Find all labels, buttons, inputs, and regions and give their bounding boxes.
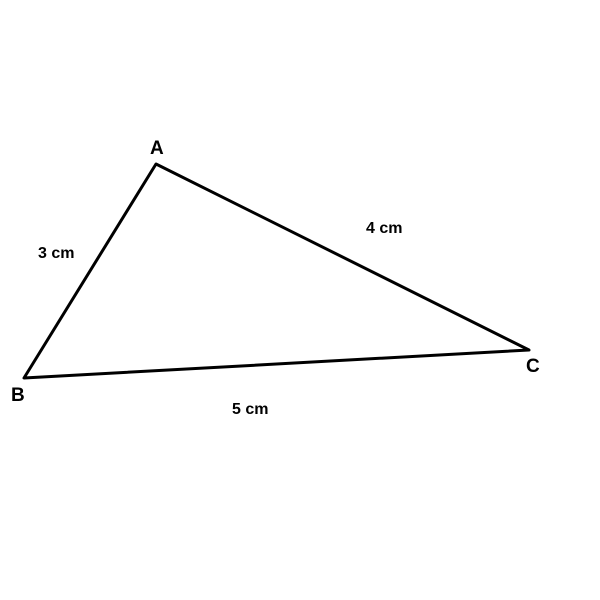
vertex-label-b: B	[11, 385, 25, 406]
triangle-abc	[22, 162, 531, 380]
side-label-ac: 4 cm	[366, 220, 403, 237]
vertex-label-a: A	[150, 138, 164, 159]
side-label-ab: 3 cm	[38, 245, 75, 262]
side-label-bc: 5 cm	[232, 401, 269, 418]
vertex-label-c: C	[526, 356, 540, 377]
